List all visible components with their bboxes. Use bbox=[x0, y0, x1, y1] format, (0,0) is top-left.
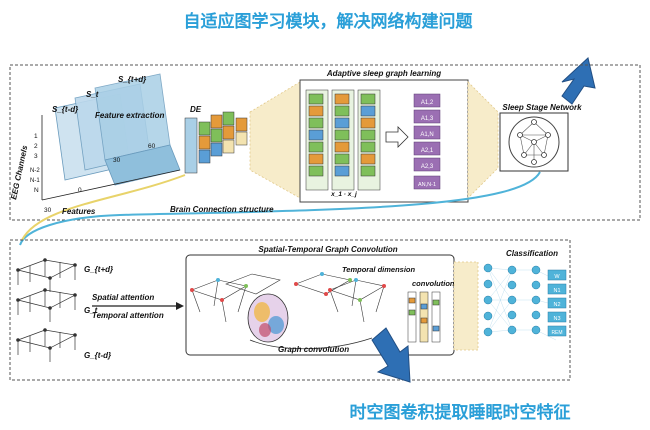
de-feature-stack bbox=[184, 111, 248, 174]
fan-in-trapezoid bbox=[249, 81, 301, 199]
class-box-n3 bbox=[547, 311, 567, 323]
class-label-n3: N3 bbox=[553, 316, 560, 322]
channel-tick-n-1: N-1 bbox=[30, 178, 40, 184]
fan-out-trapezoid bbox=[467, 81, 499, 199]
bottom-pointer-arrow bbox=[371, 327, 411, 383]
class-box-w bbox=[547, 269, 567, 281]
stgc-nodes bbox=[190, 272, 386, 302]
a-box-5 bbox=[413, 157, 441, 172]
time-tick-60: 60 bbox=[148, 143, 156, 150]
graph-label-t-plus-d: G_{t+d} bbox=[84, 265, 113, 274]
sleep-stage-graph bbox=[508, 116, 560, 168]
adaptive-feature-cells bbox=[305, 89, 381, 191]
sleep-stage-network-label: Sleep Stage Network bbox=[502, 103, 582, 112]
top-panel-frame bbox=[9, 64, 641, 221]
time-tick-30: 30 bbox=[113, 157, 121, 164]
pair-product-label: x_1 · x_j bbox=[330, 191, 357, 198]
a-box-3 bbox=[413, 125, 441, 140]
temporal-dimension-label: Temporal dimension bbox=[342, 265, 415, 274]
eeg-axes bbox=[41, 115, 181, 201]
bottom-panel-frame bbox=[9, 239, 571, 381]
features-curve bbox=[21, 174, 186, 241]
graph-convolution-curve bbox=[249, 337, 373, 350]
class-output-boxes: W N1 N2 N3 REM bbox=[547, 269, 567, 337]
class-box-n2 bbox=[547, 297, 567, 309]
brain-connection-label: Brain Connection structure bbox=[170, 205, 274, 214]
class-label-rem: REM bbox=[551, 330, 562, 336]
channel-tick-1: 1 bbox=[34, 133, 38, 140]
brain-topomap bbox=[247, 293, 289, 343]
adjacency-weights: A1,2 A1,3 A1,N A2,1 A2,3 AN,N-1 bbox=[413, 93, 441, 190]
conv-columns bbox=[407, 291, 441, 343]
time-tick-0: 0 bbox=[78, 187, 82, 194]
fan-to-classifier bbox=[453, 261, 479, 351]
slice-label-t-plus-d: S_{t+d} bbox=[118, 75, 146, 84]
graph-convolution-label: Graph convolution bbox=[278, 345, 349, 354]
a-box-2 bbox=[413, 109, 441, 124]
axis-30-label: 30 bbox=[44, 207, 52, 214]
bottom-caption: 时空图卷积提取睡眠时空特征 bbox=[350, 402, 571, 423]
a-label-2: A1,3 bbox=[421, 116, 434, 122]
spatial-attention-label: Spatial attention bbox=[92, 293, 154, 302]
top-caption: 自适应图学习模块，解决网络构建问题 bbox=[184, 11, 474, 32]
class-box-rem bbox=[547, 325, 567, 337]
a-label-3: A1,N bbox=[420, 132, 433, 138]
features-label: Features bbox=[62, 207, 96, 216]
convolution-label: convolution bbox=[412, 279, 455, 288]
class-box-n1 bbox=[547, 283, 567, 295]
classification-label: Classification bbox=[506, 249, 558, 258]
eeg-channels-label: EEG Channels bbox=[9, 144, 29, 200]
a-box-6 bbox=[413, 175, 441, 190]
a-label-4: A2,1 bbox=[421, 148, 434, 154]
channel-tick-3: 3 bbox=[34, 153, 38, 160]
slice-label-t-minus-d: S_{t-d} bbox=[52, 105, 78, 114]
a-label-1: A1,2 bbox=[421, 100, 434, 106]
temporal-attention-label: Temporal attention bbox=[92, 311, 164, 320]
a-box-4 bbox=[413, 141, 441, 156]
top-pointer-arrow bbox=[561, 57, 596, 105]
slice-label-t: S_t bbox=[86, 90, 99, 99]
feature-extraction-label: Feature extraction bbox=[95, 111, 164, 120]
graph-label-t-minus-d: G_{t-d} bbox=[84, 351, 111, 360]
a-label-6: AN,N-1 bbox=[418, 182, 436, 188]
stgc-graphs bbox=[191, 273, 385, 323]
a-label-5: A2,3 bbox=[421, 164, 434, 170]
stacked-graphs bbox=[16, 259, 77, 362]
adaptive-module-title: Adaptive sleep graph learning bbox=[326, 69, 441, 78]
de-label: DE bbox=[190, 105, 202, 114]
classifier-nodes bbox=[483, 263, 541, 337]
channel-tick-n: N bbox=[34, 187, 39, 194]
channel-tick-n-2: N-2 bbox=[30, 168, 40, 174]
attention-arrow bbox=[92, 302, 184, 310]
brain-connection-curve bbox=[19, 171, 541, 246]
class-label-w: W bbox=[554, 274, 560, 280]
class-label-n2: N2 bbox=[553, 302, 560, 308]
channel-ticks: 1 2 3 N-2 N-1 N bbox=[30, 133, 40, 194]
classifier-connections bbox=[487, 267, 557, 341]
stacked-graph-nodes bbox=[16, 258, 77, 350]
class-label-n1: N1 bbox=[553, 288, 560, 294]
graph-label-t: G_t bbox=[84, 306, 98, 315]
stgc-title: Spatial-Temporal Graph Convolution bbox=[258, 245, 397, 254]
a-box-1 bbox=[413, 93, 441, 108]
channel-tick-2: 2 bbox=[34, 143, 38, 150]
eeg-slices bbox=[54, 73, 181, 186]
adaptive-inner-arrow bbox=[385, 126, 409, 148]
